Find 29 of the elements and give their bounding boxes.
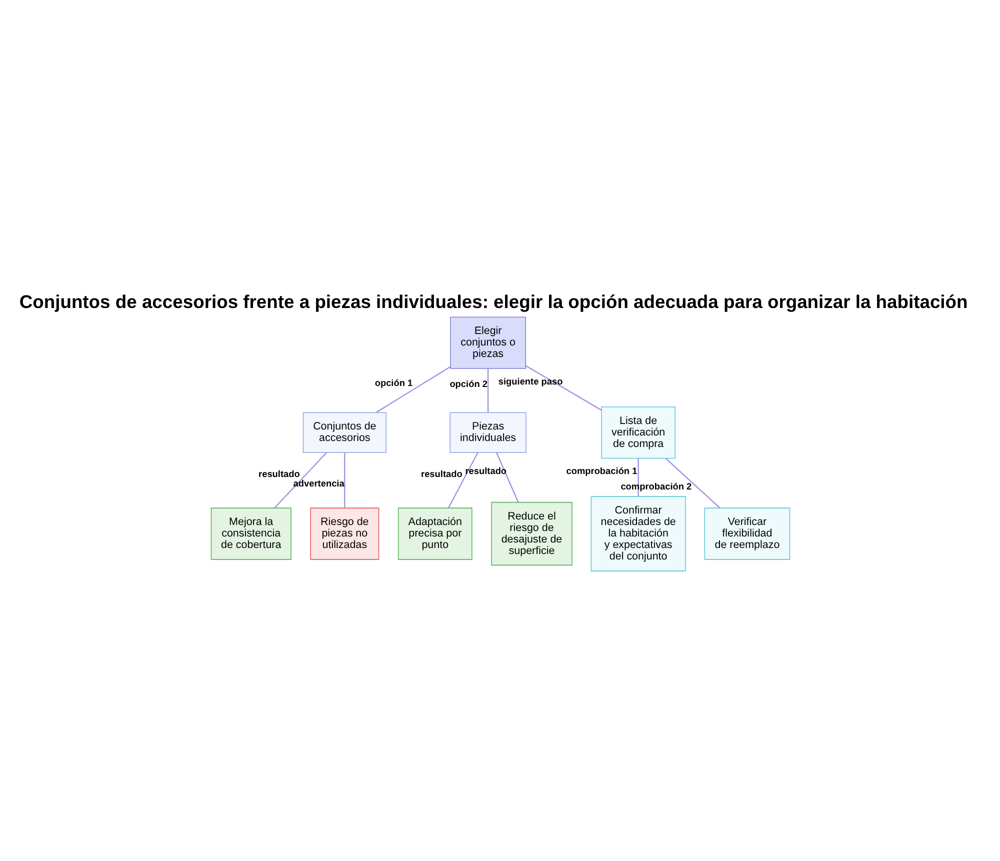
node-box: Riesgo de piezas no utilizadas (310, 507, 379, 560)
node-box: Lista de verificación de compra (600, 406, 676, 458)
node-box: Verificar flexibilidad de reemplazo (704, 507, 790, 560)
edge-label: resultado (464, 466, 506, 476)
node-box: Conjuntos de accesorios (302, 412, 386, 452)
edge-label: siguiente paso (498, 376, 562, 386)
connector (495, 452, 518, 502)
diagram-title: Conjuntos de accesorios frente a piezas individuales: elegir la opción adecuada para organizar la habitación (18, 290, 968, 312)
node-box: Mejora la consistencia de cobertura (210, 507, 291, 560)
edge-label: comprobación 2 (620, 481, 692, 492)
edge-label: resultado (420, 468, 462, 478)
connector (637, 458, 638, 496)
edge-label: opción 2 (449, 378, 487, 389)
connector (664, 458, 720, 508)
node-box: Adaptación precisa por punto (397, 507, 472, 560)
connector (486, 368, 488, 412)
edge-label: opción 1 (374, 378, 412, 388)
edge-label: comprobación 1 (566, 466, 637, 476)
edge-label: resultado (258, 468, 300, 478)
edge-label: advertencia (292, 478, 344, 488)
connector (344, 452, 345, 508)
node-box: Piezas individuales (449, 412, 526, 452)
node-box: Elegir conjuntos o piezas (450, 316, 526, 368)
node-box: Reduce el riesgo de desajuste de superficie (490, 501, 572, 566)
node-box: Confirmar necesidades de la habitación y expectativas del conjunto (590, 496, 686, 571)
connector (524, 364, 602, 410)
connector (375, 366, 450, 412)
connector (274, 452, 327, 508)
connector (448, 452, 478, 508)
